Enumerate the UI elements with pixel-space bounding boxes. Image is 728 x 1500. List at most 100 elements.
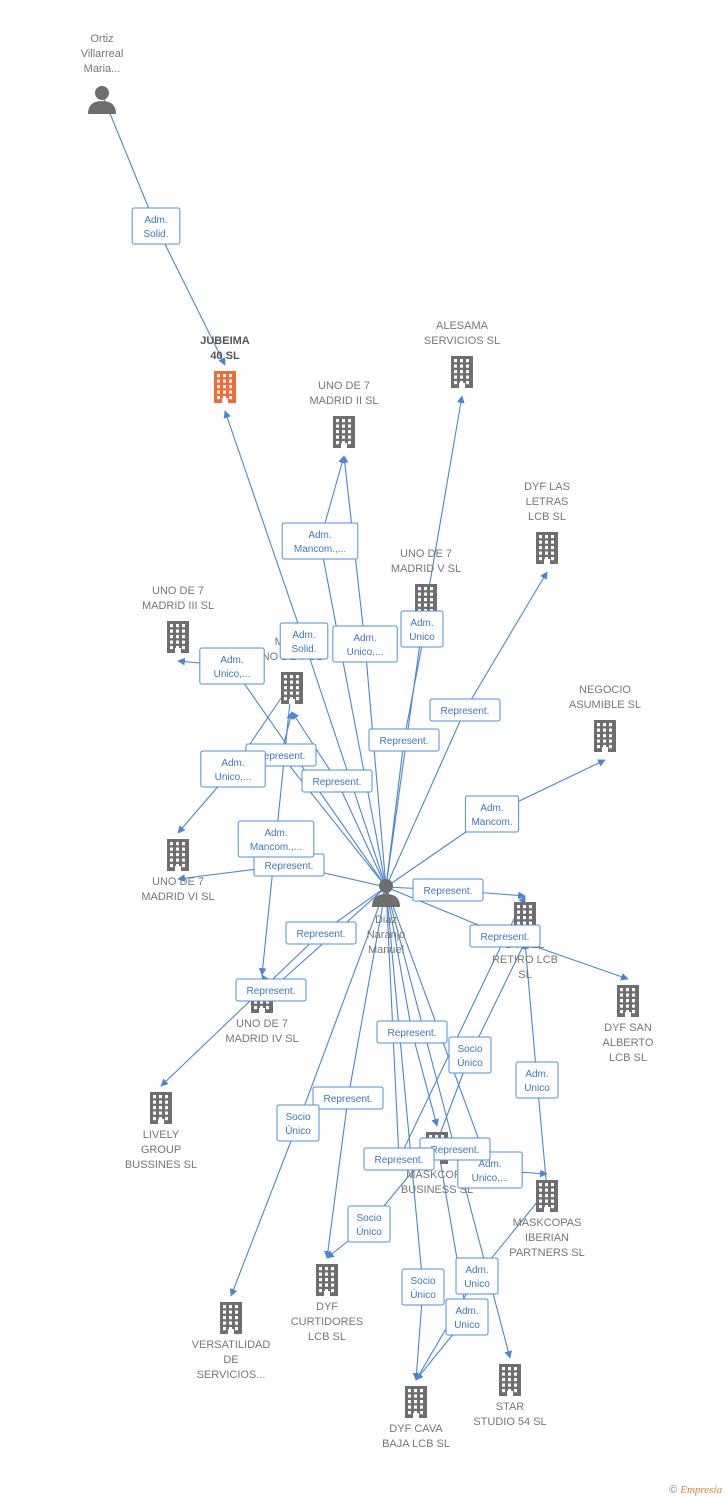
building-window bbox=[235, 1321, 238, 1325]
building-window bbox=[153, 1095, 156, 1099]
building-window bbox=[217, 396, 220, 400]
edge-label[interactable]: Adm.Unico,... bbox=[457, 1151, 523, 1189]
edge-label[interactable]: Represent. bbox=[235, 978, 307, 1002]
company-icon[interactable] bbox=[167, 621, 189, 653]
edge-label[interactable]: Adm.Unico bbox=[455, 1257, 499, 1295]
edge-label[interactable]: Adm.Unico bbox=[400, 610, 444, 648]
edge-label[interactable]: Represent. bbox=[412, 878, 484, 902]
edge-label-text: Adm. bbox=[525, 1069, 548, 1080]
building-door bbox=[602, 747, 608, 752]
edge-label[interactable]: Adm.Mancom. bbox=[464, 795, 520, 833]
edge-label[interactable]: Represent. bbox=[419, 1137, 491, 1161]
node-label: BAJA LCB SL bbox=[382, 1438, 450, 1450]
edge-label[interactable]: Represent. bbox=[363, 1147, 435, 1171]
node-label: MADRID II SL bbox=[309, 395, 378, 407]
building-window bbox=[545, 540, 548, 544]
building-door bbox=[175, 866, 181, 871]
building-window bbox=[514, 1372, 517, 1376]
edge-label[interactable]: Adm.Mancom.,... bbox=[237, 820, 315, 858]
building-window bbox=[514, 1389, 517, 1393]
building-window bbox=[284, 680, 287, 684]
company-icon[interactable] bbox=[167, 839, 189, 871]
edge-label[interactable]: Represent. bbox=[285, 921, 357, 945]
person-icon[interactable] bbox=[372, 879, 400, 907]
node-label: MADRID V SL bbox=[391, 563, 461, 575]
company-icon[interactable] bbox=[594, 720, 616, 752]
building-window bbox=[414, 1400, 417, 1404]
edge-label[interactable]: Represent. bbox=[376, 1020, 448, 1044]
edge-label-box bbox=[235, 978, 307, 1002]
building-window bbox=[545, 546, 548, 550]
building-window bbox=[290, 675, 293, 679]
company-icon[interactable] bbox=[220, 1302, 242, 1334]
building-window bbox=[454, 364, 457, 368]
person-head bbox=[379, 879, 393, 893]
node-label: STAR bbox=[496, 1401, 525, 1413]
company-icon[interactable] bbox=[536, 1180, 558, 1212]
building-window bbox=[170, 624, 173, 628]
building-window bbox=[523, 905, 526, 909]
building-window bbox=[254, 1000, 257, 1004]
building-window bbox=[523, 910, 526, 914]
building-window bbox=[551, 535, 554, 539]
edge-label[interactable]: Represent. bbox=[312, 1086, 384, 1110]
company-icon[interactable] bbox=[499, 1364, 521, 1396]
edge-label[interactable]: Represent. bbox=[429, 698, 501, 722]
focus-company-icon[interactable] bbox=[214, 371, 236, 403]
building-window bbox=[165, 1095, 168, 1099]
building-window bbox=[182, 864, 185, 868]
building-window bbox=[325, 1283, 328, 1287]
company-icon[interactable] bbox=[316, 1264, 338, 1296]
edge-label[interactable]: Adm.Unico bbox=[515, 1061, 559, 1099]
company-icon[interactable] bbox=[451, 356, 473, 388]
edge-label[interactable]: Represent. bbox=[301, 769, 373, 793]
edge-label[interactable]: Adm.Unico bbox=[445, 1298, 489, 1336]
person-icon[interactable] bbox=[88, 86, 116, 114]
edge-label-box bbox=[455, 1257, 499, 1295]
building-window bbox=[545, 1205, 548, 1209]
building-window bbox=[508, 1383, 511, 1387]
node-label: DE bbox=[223, 1354, 238, 1366]
building-window bbox=[159, 1117, 162, 1121]
building-window bbox=[460, 370, 463, 374]
building-window bbox=[319, 1272, 322, 1276]
edge-label-box bbox=[401, 1268, 445, 1306]
edge-label[interactable]: Adm.Solid. bbox=[131, 207, 181, 245]
node-label: Maria... bbox=[84, 63, 121, 75]
building-window bbox=[420, 1411, 423, 1415]
building-window bbox=[223, 1321, 226, 1325]
building-window bbox=[296, 691, 299, 695]
building-window bbox=[260, 1006, 263, 1010]
building-window bbox=[539, 540, 542, 544]
company-icon[interactable] bbox=[617, 985, 639, 1017]
building-window bbox=[454, 370, 457, 374]
building-window bbox=[319, 1278, 322, 1282]
company-icon[interactable] bbox=[405, 1386, 427, 1418]
edge-label[interactable]: Represent. bbox=[469, 924, 541, 948]
edge-label-text: Adm. bbox=[220, 655, 243, 666]
building-window bbox=[284, 675, 287, 679]
edge-label[interactable]: Adm.Unico,... bbox=[332, 625, 398, 663]
building-window bbox=[284, 686, 287, 690]
node-label: SERVICIOS... bbox=[197, 1369, 266, 1381]
company-icon[interactable] bbox=[536, 532, 558, 564]
company-icon[interactable] bbox=[333, 416, 355, 448]
edge-label[interactable]: Adm.Unico,... bbox=[199, 647, 265, 685]
edge-label[interactable]: Adm.Solid. bbox=[279, 622, 329, 660]
building-window bbox=[517, 905, 520, 909]
company-icon[interactable] bbox=[150, 1092, 172, 1124]
building-window bbox=[529, 910, 532, 914]
building-door bbox=[228, 1329, 234, 1334]
edge-label[interactable]: Adm.Mancom.,... bbox=[281, 522, 359, 560]
node-label: LETRAS bbox=[526, 496, 569, 508]
edge-label-text: Unico,... bbox=[472, 1173, 509, 1184]
company-icon[interactable] bbox=[281, 672, 303, 704]
edge-label[interactable]: Adm.Unico,... bbox=[200, 750, 266, 788]
building-window bbox=[290, 691, 293, 695]
edge-label[interactable]: Represent. bbox=[368, 728, 440, 752]
building-window bbox=[502, 1367, 505, 1371]
